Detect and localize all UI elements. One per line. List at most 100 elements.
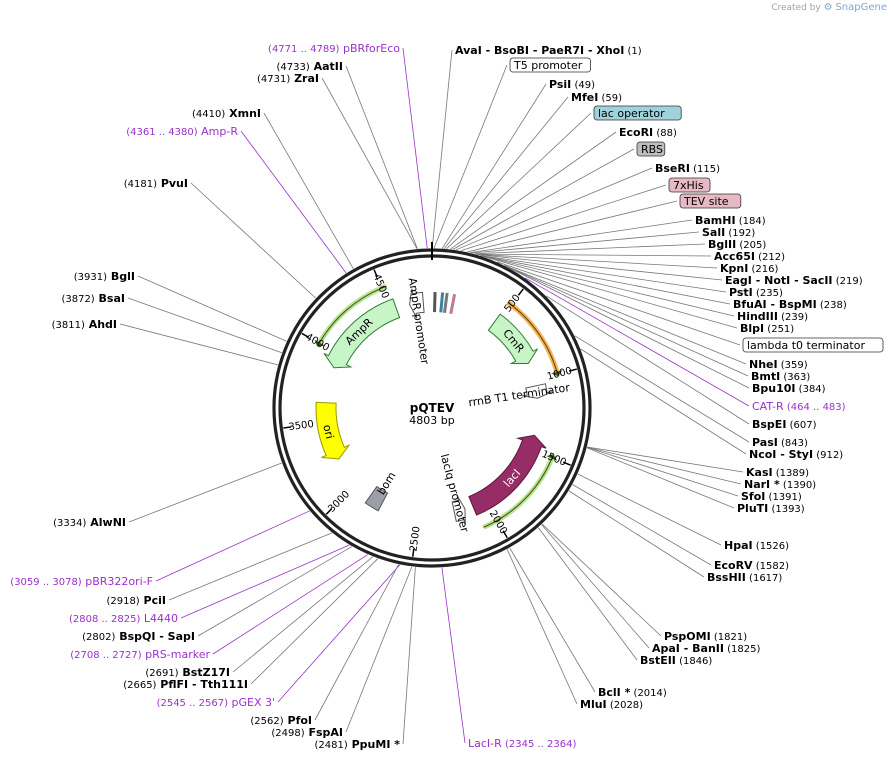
mcs-mark bbox=[433, 292, 437, 313]
restriction-site-label: BmtI (363) bbox=[751, 370, 810, 383]
enzyme-name: BamHI bbox=[695, 214, 736, 227]
leader-line bbox=[277, 564, 401, 703]
feature-box-label: lambda t0 terminator bbox=[747, 339, 865, 352]
leader-line bbox=[431, 49, 453, 249]
feature-box-t5-promoter bbox=[509, 57, 591, 73]
laci-arc-edge bbox=[483, 454, 554, 528]
restriction-site-label: NcoI - StyI (912) bbox=[749, 448, 843, 461]
restriction-site-label: KpnI (216) bbox=[720, 262, 778, 275]
cut-position: (4731) bbox=[257, 74, 290, 85]
feature-box-label: lac operator bbox=[598, 107, 665, 120]
leader-line bbox=[545, 295, 750, 425]
tick-label: 4500 bbox=[371, 273, 391, 301]
leader-line bbox=[444, 96, 569, 249]
cut-position: (4181) bbox=[124, 179, 157, 190]
enzyme-name: - SapI bbox=[155, 630, 195, 643]
primer-label: (3059 .. 3078) pBR322ori-F bbox=[10, 575, 153, 588]
cut-position: (2562) bbox=[250, 716, 283, 727]
cut-position: (216) bbox=[748, 264, 778, 275]
restriction-site-label: EagI - NotI - SacII (219) bbox=[725, 274, 863, 287]
primer-range: (3059 .. 3078) bbox=[10, 577, 82, 588]
enzyme-name: - XhoI bbox=[584, 44, 624, 57]
primer-name: pBR322ori-F bbox=[82, 575, 153, 588]
restriction-site-label: PasI (843) bbox=[752, 436, 808, 449]
primer-name: L4440 bbox=[140, 612, 178, 625]
feature-box-label: T5 promoter bbox=[513, 59, 583, 72]
restriction-site-label: NarI * (1390) bbox=[744, 478, 816, 491]
leader-line bbox=[474, 243, 706, 255]
cut-position: (235) bbox=[753, 288, 783, 299]
leader-line bbox=[467, 200, 678, 253]
cut-position: (49) bbox=[571, 80, 595, 91]
leader-line bbox=[475, 253, 712, 257]
restriction-site-label: AvaI - BsoBI - PaeR7I - XhoI (1) bbox=[455, 44, 642, 57]
leader-line bbox=[524, 277, 750, 407]
leader-line bbox=[461, 184, 667, 252]
restriction-site-label: (2918) PciI bbox=[106, 594, 166, 607]
cut-position: (1393) bbox=[768, 504, 805, 515]
cut-position: (1846) bbox=[676, 656, 713, 667]
enzyme-name: - StyI bbox=[776, 448, 813, 461]
leader-line bbox=[345, 566, 413, 733]
cut-position: (192) bbox=[725, 228, 755, 239]
enzyme-name: EagI bbox=[725, 274, 752, 287]
restriction-site-label: (3872) BsaI bbox=[61, 292, 125, 305]
enzyme-name: PciI bbox=[140, 594, 166, 607]
laci-arc-head bbox=[546, 454, 558, 461]
restriction-site-label: MluI (2028) bbox=[580, 698, 643, 711]
leader-line bbox=[476, 253, 718, 269]
enzyme-name: AhdI bbox=[85, 318, 117, 331]
primer-name: LacI-R bbox=[468, 737, 502, 750]
primer-range: (4361 .. 4380) bbox=[126, 127, 198, 138]
leader-line bbox=[509, 547, 596, 693]
cut-position: (212) bbox=[755, 252, 785, 263]
ampr-arc-head bbox=[314, 339, 325, 347]
enzyme-name: - Tth111I bbox=[188, 678, 248, 691]
snapgene-logo-icon: ⚙ bbox=[823, 2, 833, 13]
cmr-arc-edge bbox=[507, 301, 559, 377]
leader-line bbox=[433, 64, 508, 249]
enzyme-name: ApaI bbox=[652, 642, 680, 655]
cut-position: (1391) bbox=[765, 492, 802, 503]
enzyme-name: BspQI bbox=[115, 630, 155, 643]
leader-line bbox=[477, 254, 723, 281]
leader-line bbox=[471, 231, 700, 254]
restriction-site-label: BlpI (251) bbox=[740, 322, 794, 335]
enzyme-name: BclI * bbox=[598, 686, 631, 699]
primer-label: (2545 .. 2567) pGEX 3' bbox=[157, 696, 275, 709]
restriction-site-label: (3811) AhdI bbox=[52, 318, 117, 331]
primer-label: LacI-R (2345 .. 2364) bbox=[468, 737, 576, 750]
enzyme-name: BsaI bbox=[95, 292, 125, 305]
primer-range: (464 .. 483) bbox=[784, 402, 846, 413]
primer-name: CAT-R bbox=[752, 400, 784, 413]
cut-position: (3334) bbox=[53, 518, 86, 529]
enzyme-name: - BspMI bbox=[767, 298, 817, 311]
leader-line bbox=[480, 255, 731, 305]
cut-position: (251) bbox=[764, 324, 794, 335]
enzyme-name: PsiI bbox=[549, 78, 571, 91]
restriction-site-label: BamHI (184) bbox=[695, 214, 766, 227]
leader-line bbox=[441, 567, 466, 744]
credit-prefix: Created by bbox=[771, 3, 821, 13]
enzyme-name: BstZ17I bbox=[179, 666, 230, 679]
enzyme-name: BseRI bbox=[655, 162, 690, 175]
restriction-site-label: PspOMI (1821) bbox=[664, 630, 747, 643]
feature-box-tev-site bbox=[679, 193, 742, 209]
cut-position: (184) bbox=[736, 216, 766, 227]
restriction-site-label: SfoI (1391) bbox=[741, 490, 802, 503]
leader-line bbox=[541, 524, 650, 649]
restriction-site-label: (4733) AatII bbox=[277, 60, 343, 73]
tick-mark-2500 bbox=[411, 548, 415, 557]
restriction-site-label: KasI (1389) bbox=[746, 466, 809, 479]
cut-position: (219) bbox=[833, 276, 863, 287]
leader-line bbox=[587, 446, 744, 473]
cut-position: (843) bbox=[778, 438, 808, 449]
primer-label: (4361 .. 4380) Amp-R bbox=[126, 125, 238, 138]
tick-mark-500 bbox=[517, 288, 524, 296]
feature-box-lambda-t0-terminator bbox=[742, 337, 884, 353]
leader-line bbox=[446, 112, 592, 249]
tick-label: 1500 bbox=[540, 449, 568, 469]
restriction-site-label: (2802) BspQI - SapI bbox=[82, 630, 195, 643]
enzyme-name: PasI bbox=[752, 436, 778, 449]
cut-position: (3931) bbox=[74, 272, 107, 283]
